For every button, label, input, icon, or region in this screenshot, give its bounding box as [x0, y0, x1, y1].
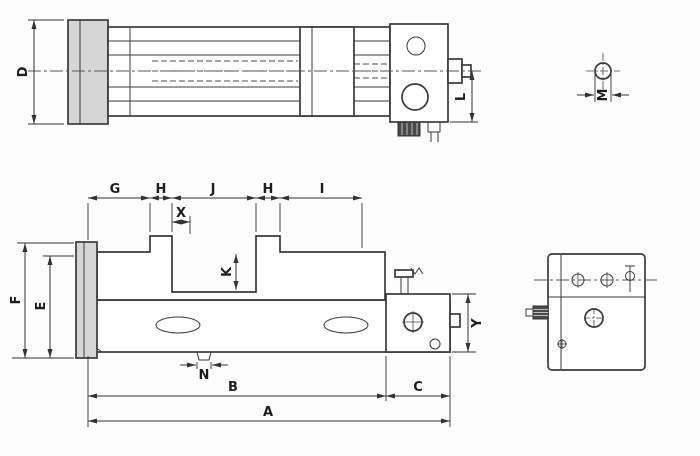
- plan-dimensions: D L: [16, 19, 478, 125]
- mounting-bolt-plan: [397, 121, 421, 137]
- dim-label-k: K: [220, 266, 235, 277]
- connector-plan: [427, 121, 441, 133]
- plan-view: [28, 19, 484, 142]
- dim-label-n: N: [199, 368, 210, 383]
- dim-label-i: I: [320, 182, 325, 197]
- dim-label-h-right: H: [263, 182, 274, 197]
- vise-body-front: [96, 235, 386, 301]
- clamp-screw: [394, 267, 424, 294]
- dim-label-l: L: [454, 93, 469, 101]
- dim-label-a: A: [263, 405, 273, 420]
- base-slot-right: [323, 316, 369, 334]
- hole-detail-view: M: [577, 53, 629, 102]
- dim-label-d: D: [16, 66, 31, 77]
- dim-label-x: X: [176, 206, 186, 221]
- bracket-hole-large-plan: [401, 83, 429, 111]
- rear-bracket-plan: [389, 23, 449, 123]
- end-screw-top-right: [625, 265, 635, 292]
- dim-label-g: G: [110, 182, 121, 197]
- dim-label-h-left: H: [156, 182, 167, 197]
- front-end-plate: [75, 241, 98, 359]
- key-tab: [196, 351, 212, 361]
- bracket-hole-small-front: [429, 338, 441, 350]
- adjust-knob: [449, 313, 461, 328]
- dim-label-e: E: [34, 302, 49, 311]
- base-slot-left: [155, 316, 201, 334]
- dim-label-m: M: [596, 89, 611, 102]
- dim-label-y: Y: [470, 318, 485, 329]
- front-dimensions: G H J H I X K F E Y N: [9, 182, 485, 427]
- fixed-jaw-plan: [67, 19, 109, 125]
- front-view: [75, 235, 461, 361]
- end-side-bolt: [525, 305, 549, 320]
- dim-label-f: F: [9, 296, 24, 305]
- bracket-hole-small-plan: [406, 36, 426, 56]
- mounting-bolt-hatch: [401, 123, 418, 135]
- dim-label-j: J: [210, 182, 216, 197]
- end-view: [525, 253, 658, 371]
- movable-jaw-plan: [299, 26, 355, 117]
- dim-label-c: C: [413, 380, 423, 395]
- dim-label-b: B: [228, 380, 238, 395]
